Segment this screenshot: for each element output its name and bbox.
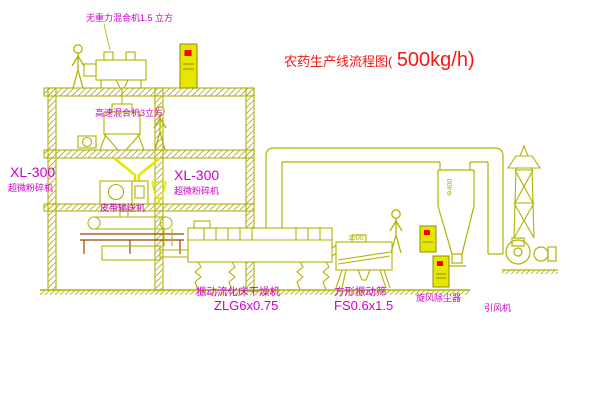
control-cabinet-roof	[179, 43, 198, 89]
label-high-speed-mixer: 高速混合机3立方	[95, 107, 163, 118]
label-cyclone: 旋风除尘器	[416, 292, 461, 303]
drawing-title-text: 农药生产线流程图(	[284, 54, 393, 69]
ground-line	[40, 289, 470, 295]
drawing-title-capacity: 500kg/h)	[397, 49, 475, 71]
label-mill-left-name: 超微粉碎机	[8, 182, 53, 193]
exhaust-stack	[506, 144, 542, 239]
high-speed-mixer-machine	[99, 103, 145, 151]
feeder-machine	[101, 229, 188, 261]
control-cabinet-cyclone	[419, 225, 437, 253]
induced-draft-fan-machine	[502, 237, 558, 274]
label-mill-center-name: 超微粉碎机	[174, 185, 219, 196]
label-mill-center-model: XL-300	[174, 167, 219, 183]
label-screen-model: FS0.6x1.5	[334, 298, 393, 313]
worker-figure-2f	[153, 106, 167, 151]
gravity-mixer-machine	[83, 51, 147, 112]
mill-cyclone-hopper	[151, 181, 167, 204]
feed-pump-machine	[77, 135, 97, 149]
vibrating-screen-machine	[335, 234, 393, 289]
pulverizer-machine	[99, 180, 149, 205]
leader-line-mixer	[103, 23, 111, 51]
label-mill-left-model: XL-300	[10, 164, 55, 180]
label-screen-name: 方形振动筛	[334, 285, 387, 298]
belt-conveyor-machine	[87, 204, 173, 230]
fluid-bed-dryer-machine	[187, 220, 341, 291]
label-fan: 引风机	[484, 302, 511, 313]
worker-figure-ground	[389, 209, 403, 254]
label-belt-conveyor: 皮带输送机	[100, 202, 145, 213]
worker-figure-roof	[71, 44, 85, 89]
dim-screen-width: 1500	[348, 235, 364, 242]
y-feed-funnel	[113, 157, 161, 181]
label-dryer-model: ZLG6x0.75	[214, 298, 278, 313]
cyclone-separator-machine	[437, 169, 475, 267]
building-structure	[43, 87, 255, 291]
discharge-frame	[80, 233, 184, 254]
drawing-title: 农药生产线流程图( 500kg/h)	[284, 49, 475, 71]
label-dryer-name: 振动流化床干燥机	[196, 285, 280, 298]
label-gravity-mixer: 无重力混合机1.5 立方	[86, 12, 173, 23]
control-cabinet-fan	[432, 255, 450, 288]
dim-cyclone-diameter: Φ400	[447, 179, 454, 196]
exhaust-ductwork	[265, 147, 504, 255]
